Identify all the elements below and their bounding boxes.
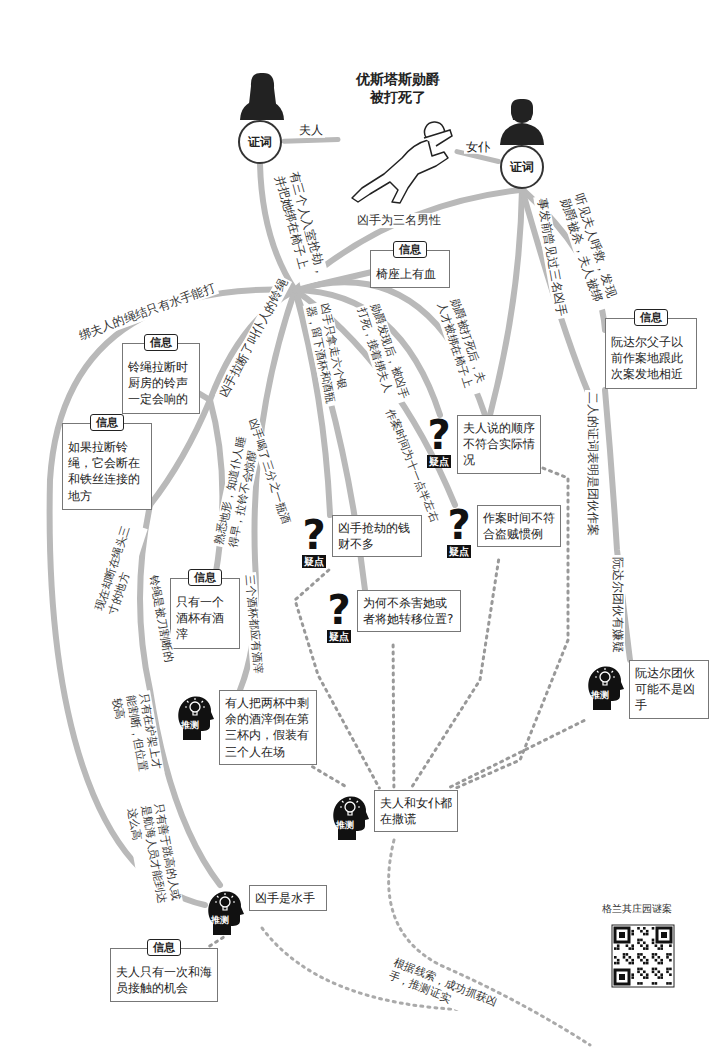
head-icon: 推测 [175, 690, 215, 740]
info-text: 只有一个酒杯有酒滓 [176, 594, 234, 643]
doubt-body: 夫人说的顺序不符合实际情况 [457, 415, 541, 474]
info-node: 信息阮达尔父子以前作案地跟此次案发地相近 [605, 318, 697, 389]
doubt-body: 凶手抢劫的钱财不多 [332, 515, 422, 557]
guess-text: 凶手是水手 [255, 890, 321, 906]
doubt-node: ?疑点凶手抢劫的钱财不多 [300, 515, 422, 568]
info-tab: 信息 [90, 414, 124, 431]
branch-label: 勋爵被打死后，夫人才被绑在椅子上 [434, 295, 491, 398]
branch-label: 只有在炉架上才能割断，但位置较高 [109, 690, 164, 780]
testimony-badge: 证词 [248, 134, 272, 151]
question-mark-column: ?疑点 [425, 415, 453, 468]
question-mark: ? [447, 505, 470, 545]
info-tab: 信息 [144, 334, 178, 351]
person-figure [500, 99, 544, 145]
info-node: 信息夫人只有一次和海员接触的机会 [110, 948, 218, 1002]
badge-node: 证词 [500, 145, 544, 189]
qr-code [612, 925, 674, 987]
guess-node: 推测 凶手是水手 [205, 885, 327, 935]
guess-body: 夫人和女仆都在撒谎 [374, 790, 458, 832]
guess-text: 阮达尔团伙可能不是凶手 [635, 665, 703, 714]
edge-label: 女仆 [464, 139, 492, 153]
question-mark-column: ?疑点 [325, 590, 353, 643]
info-tab: 信息 [393, 241, 427, 258]
guess-body: 凶手是水手 [249, 885, 327, 911]
doubt-tag: 疑点 [327, 630, 351, 643]
doubt-node: ?疑点夫人说的顺序不符合实际情况 [425, 415, 541, 474]
badge-node: 证词 [238, 120, 282, 164]
info-text: 阮达尔父子以前作案地跟此次案发地相近 [611, 334, 691, 383]
head-icon: 推测 [205, 885, 245, 935]
doubt-tag: 疑点 [302, 555, 326, 568]
doubt-node: ?疑点作案时间不符合盗贼惯例 [445, 505, 561, 558]
subject-title: 优斯塔斯勋爵 被打死了 [353, 70, 443, 106]
info-node: 信息椅座上有血 [370, 250, 450, 288]
head-icon: 推测 [330, 790, 370, 840]
dotted-connector [210, 937, 224, 946]
branch-label: 二人的证词表明是团伙作案 [585, 390, 600, 538]
guess-text: 有人把两杯中剩余的酒滓倒在第三杯内，假装有三个人在场 [225, 695, 311, 760]
guess-tag: 推测 [181, 721, 199, 731]
thinking-head [585, 660, 625, 710]
guess-tag: 推测 [591, 691, 609, 701]
info-text: 夫人只有一次和海员接触的机会 [116, 964, 212, 996]
branch-label: 凶手为三名男性 [355, 213, 443, 228]
guess-body: 有人把两杯中剩余的酒滓倒在第三杯内，假装有三个人在场 [219, 690, 317, 765]
question-mark: ? [327, 590, 350, 630]
guess-node: 推测 阮达尔团伙可能不是凶手 [585, 660, 709, 719]
dotted-connector [392, 645, 396, 788]
watermark-text: 格兰其庄园谜案 [600, 903, 674, 916]
doubt-text: 为何不杀害她或者将她转移位置? [363, 595, 455, 627]
guess-body: 阮达尔团伙可能不是凶手 [629, 660, 709, 719]
question-mark: ? [302, 515, 325, 555]
guess-text: 夫人和女仆都在撒谎 [380, 795, 452, 827]
info-tab: 信息 [634, 309, 668, 326]
info-tab: 信息 [188, 569, 222, 586]
head-icon: 推测 [585, 660, 625, 710]
doubt-node: ?疑点为何不杀害她或者将她转移位置? [325, 590, 461, 643]
testimony-link [284, 139, 338, 141]
dotted-connector [313, 767, 349, 788]
subject-node: 优斯塔斯勋爵 被打死了 [340, 70, 455, 205]
question-mark-column: ?疑点 [445, 505, 473, 558]
guess-tag: 推测 [211, 916, 229, 926]
info-text: 铃绳拉断时厨房的铃声一定会响的 [128, 359, 194, 408]
question-mark: ? [427, 415, 450, 455]
dotted-connector [448, 721, 584, 788]
doubt-body: 作案时间不符合盗贼惯例 [477, 505, 561, 547]
dotted-trail [262, 840, 590, 1045]
branch-label: 阮达尔团伙有嫌疑 [610, 555, 625, 655]
guess-node: 推测 夫人和女仆都在撒谎 [330, 790, 458, 840]
doubt-tag: 疑点 [427, 455, 451, 468]
doubt-text: 凶手抢劫的钱财不多 [338, 520, 416, 552]
info-node: 信息只有一个酒杯有酒滓 [170, 578, 240, 649]
doubt-text: 作案时间不符合盗贼惯例 [483, 510, 555, 542]
doubt-tag: 疑点 [447, 545, 471, 558]
dotted-connector [456, 468, 568, 788]
branch-label: 只有善于跳高的人或是航海人员才能到达这么高 [124, 800, 183, 910]
doubt-body: 为何不杀害她或者将她转移位置? [357, 590, 461, 632]
info-node: 信息如果拉断铃绳，它会断在和铁丝连接的地方 [62, 423, 152, 510]
thinking-head [205, 885, 245, 935]
question-mark-column: ?疑点 [300, 515, 328, 568]
branch-curves [50, 164, 630, 905]
info-tab: 信息 [147, 939, 181, 956]
person-figure [240, 73, 284, 120]
info-text: 椅座上有血 [376, 266, 444, 282]
thinking-head [330, 790, 370, 840]
guess-node: 推测 有人把两杯中剩余的酒滓倒在第三杯内，假装有三个人在场 [175, 690, 317, 765]
branch-label: 根据线索，成功抓获凶手，推测证实 [385, 955, 515, 1029]
branch-label: 听见夫人呼救，发现勋爵被杀，夫人被绑 [556, 190, 621, 312]
branch-label: 三个酒杯都应有酒滓 [242, 572, 265, 676]
guess-tag: 推测 [336, 821, 354, 831]
testimony-badge: 证词 [510, 159, 534, 176]
thinking-head [175, 690, 215, 740]
doubt-text: 夫人说的顺序不符合实际情况 [463, 420, 535, 469]
info-text: 如果拉断铃绳，它会断在和铁丝连接的地方 [68, 439, 146, 504]
info-node: 信息铃绳拉断时厨房的铃声一定会响的 [122, 343, 200, 414]
edge-label: 夫人 [297, 123, 325, 137]
